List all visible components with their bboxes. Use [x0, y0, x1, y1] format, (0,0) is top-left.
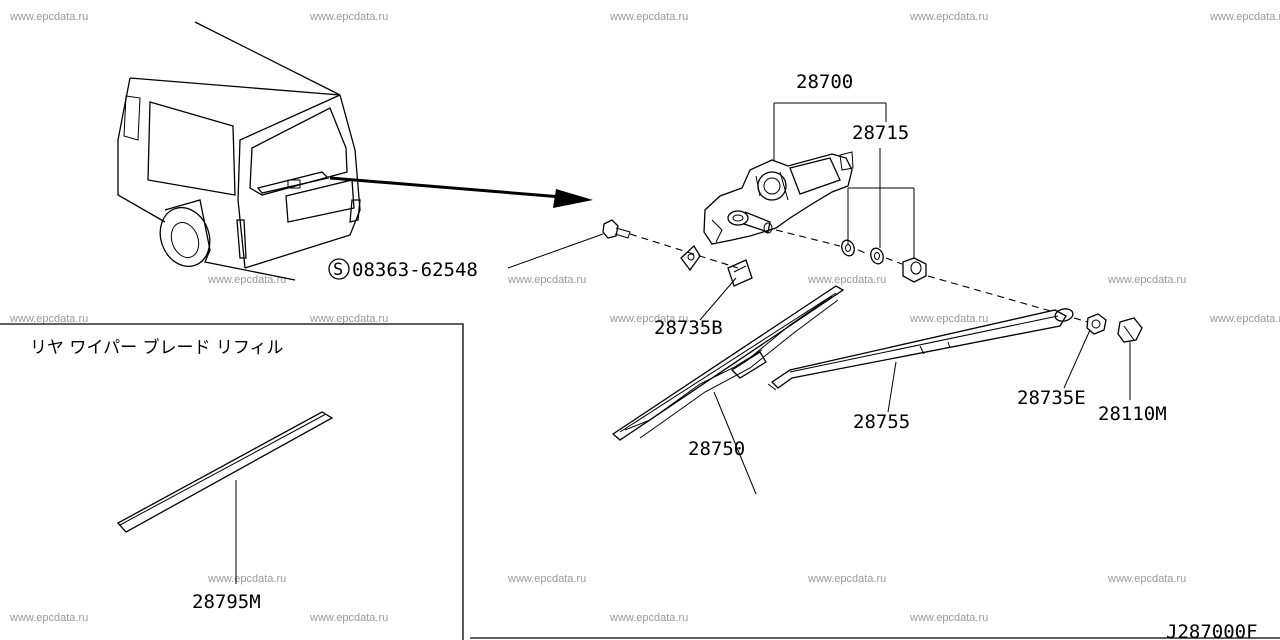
- label-motor-assembly: 28700: [796, 71, 853, 93]
- watermark: www.epcdata.ru: [609, 11, 688, 23]
- label-nut: 28735E: [1017, 387, 1086, 409]
- label-cap: 28110M: [1098, 403, 1167, 425]
- wiper-arm: [767, 308, 1074, 413]
- refill-inset: リヤ ワイパー ブレード リフィル 28795M: [0, 323, 464, 640]
- watermark: www.epcdata.ru: [207, 573, 286, 585]
- diagram-code-label: J287000F: [1166, 621, 1258, 640]
- watermark: www.epcdata.ru: [909, 11, 988, 23]
- bracket-leader: [699, 277, 737, 321]
- watermark: www.epcdata.ru: [309, 612, 388, 624]
- small-parts: [602, 219, 927, 287]
- watermarks: www.epcdata.ru www.epcdata.ru www.epcdat…: [9, 11, 1280, 624]
- label-washer-set: 28715: [852, 122, 909, 144]
- watermark: www.epcdata.ru: [807, 274, 886, 286]
- watermark: www.epcdata.ru: [507, 274, 586, 286]
- watermark: www.epcdata.ru: [909, 313, 988, 325]
- watermark: www.epcdata.ru: [609, 313, 688, 325]
- watermark: www.epcdata.ru: [9, 612, 88, 624]
- standard-part-symbol: [328, 258, 350, 280]
- label-refill: 28795M: [192, 591, 261, 613]
- watermark: www.epcdata.ru: [9, 11, 88, 23]
- watermark: www.epcdata.ru: [309, 11, 388, 23]
- screw-callout: S 08363-62548: [328, 233, 604, 281]
- part-labels: 28700 28715 28735B 28750 28755 28735E 28…: [654, 71, 1167, 460]
- watermark: www.epcdata.ru: [207, 274, 286, 286]
- watermark: www.epcdata.ru: [1107, 573, 1186, 585]
- wiper-motor-assembly: [703, 151, 854, 245]
- van-illustration: [117, 21, 361, 281]
- watermark: www.epcdata.ru: [609, 612, 688, 624]
- watermark: www.epcdata.ru: [507, 573, 586, 585]
- location-arrow: [329, 176, 593, 208]
- label-blade: 28750: [688, 438, 745, 460]
- inset-title: リヤ ワイパー ブレード リフィル: [30, 337, 284, 358]
- watermark: www.epcdata.ru: [807, 573, 886, 585]
- watermark: www.epcdata.ru: [909, 612, 988, 624]
- watermark: www.epcdata.ru: [1209, 313, 1280, 325]
- diagram-code: J287000F: [470, 621, 1280, 640]
- standard-part-mark: S: [333, 260, 343, 280]
- nut-and-cap: [1063, 313, 1143, 400]
- wiper-blade: [611, 285, 845, 495]
- watermark: www.epcdata.ru: [1209, 11, 1280, 23]
- leader-lines: [773, 102, 915, 258]
- assembly-lines: [629, 229, 1089, 323]
- watermark: www.epcdata.ru: [1107, 274, 1186, 286]
- watermark: www.epcdata.ru: [309, 313, 388, 325]
- label-bracket: 28735B: [654, 317, 723, 339]
- watermark: www.epcdata.ru: [9, 313, 88, 325]
- label-screw: 08363-62548: [352, 259, 478, 281]
- label-arm: 28755: [853, 411, 910, 433]
